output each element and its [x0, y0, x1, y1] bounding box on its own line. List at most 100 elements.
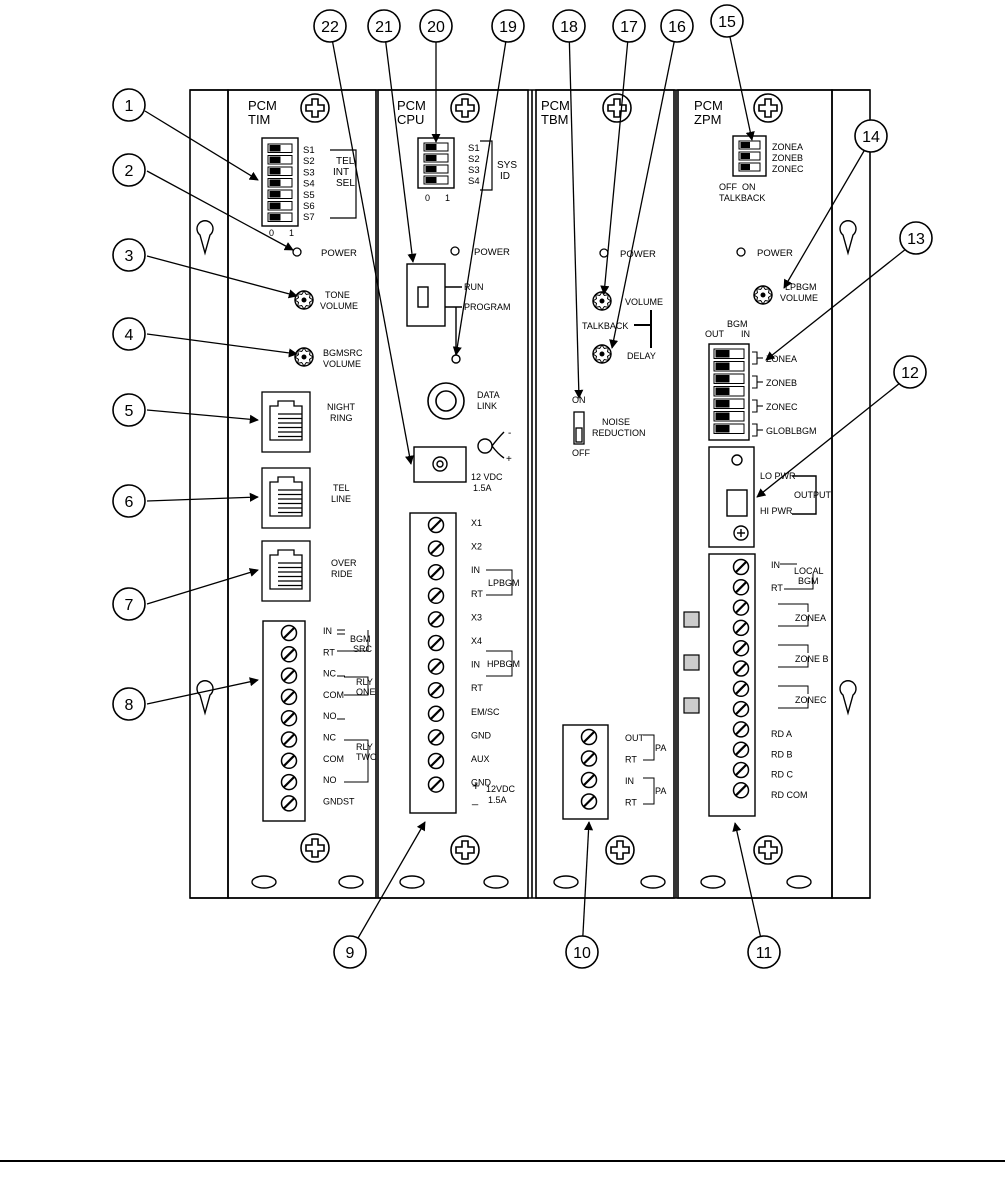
terminal-screw[interactable]	[580, 728, 598, 746]
terminal-screw[interactable]	[580, 750, 598, 767]
tone-volume-knob[interactable]	[294, 290, 314, 310]
override-jack[interactable]	[261, 540, 311, 602]
terminal-screw[interactable]	[427, 705, 445, 723]
cpu-switch-label: S2	[468, 154, 480, 165]
terminal-screw[interactable]	[732, 721, 750, 738]
tim-over-1: OVER	[331, 558, 357, 568]
terminal-screw[interactable]	[732, 660, 750, 677]
terminal-screw[interactable]	[427, 752, 445, 770]
terminal-screw[interactable]	[732, 619, 750, 637]
night-ring-jack[interactable]	[261, 391, 311, 453]
terminal-screw[interactable]	[427, 729, 445, 746]
zpm-bgm-zone-label: GLOBLBGM	[766, 426, 817, 436]
terminal-screw[interactable]	[280, 709, 298, 727]
terminal-screw[interactable]	[280, 646, 298, 663]
callout-number: 10	[573, 945, 591, 962]
terminal-screw[interactable]	[732, 558, 750, 576]
terminal-screw[interactable]	[280, 731, 298, 748]
cpu-title-2: CPU	[397, 112, 424, 127]
terminal-screw[interactable]	[732, 639, 750, 657]
talkback-volume-knob[interactable]	[592, 291, 612, 311]
terminal-screw[interactable]	[732, 579, 750, 596]
cpu-sw-axis-1: 1	[445, 193, 450, 203]
tel-line-jack[interactable]	[261, 467, 311, 529]
tim-sel-1: TEL	[336, 156, 355, 167]
tim-sw-axis-1: 1	[289, 228, 294, 238]
noise-reduction-switch[interactable]	[573, 411, 585, 445]
data-link-connector[interactable]	[427, 382, 465, 420]
terminal-screw[interactable]	[732, 741, 750, 758]
cpu-power-label: POWER	[474, 247, 510, 258]
cpu-sw-axis-0: 0	[425, 193, 430, 203]
output-power-switch[interactable]	[726, 489, 748, 517]
callout-22: 22	[313, 9, 347, 43]
terminal-screw[interactable]	[732, 599, 750, 616]
screw-icon	[300, 93, 330, 123]
terminal-screw[interactable]	[280, 667, 298, 684]
zpm-bgm-out: OUT	[705, 329, 725, 339]
callout-number: 5	[125, 403, 134, 420]
cpu-lpbgm-label: LPBGM	[488, 578, 520, 588]
lpbgm-volume-knob[interactable]	[753, 285, 773, 305]
tim-group-label: RLY	[356, 677, 373, 687]
terminal-screw[interactable]	[427, 611, 445, 628]
bgm-zone-switch[interactable]	[708, 343, 750, 441]
cpu-switch-label: S4	[468, 176, 480, 187]
tim-terminal-label: IN	[323, 626, 332, 636]
cpu-terminal-label: X2	[471, 542, 482, 552]
terminal-screw[interactable]	[280, 773, 298, 791]
tim-dip-switch[interactable]	[261, 137, 299, 227]
terminal-screw[interactable]	[427, 634, 445, 652]
terminal-screw[interactable]	[732, 680, 750, 698]
tim-group-label: SRC	[353, 644, 373, 654]
callout-8: 8	[112, 687, 146, 721]
terminal-screw[interactable]	[280, 752, 298, 770]
tim-switch-label: S4	[303, 179, 315, 190]
cpu-title-1: PCM	[397, 98, 426, 113]
terminal-screw[interactable]	[427, 681, 445, 699]
terminal-screw[interactable]	[732, 761, 750, 779]
cpu-terminal-label: X1	[471, 518, 482, 528]
callout-number: 6	[125, 494, 134, 511]
tbm-delay-label: DELAY	[627, 351, 656, 361]
tbm-terminal-label: RT	[625, 755, 637, 765]
zpm-rd-label: RD B	[771, 749, 793, 759]
status-indicator	[683, 697, 700, 714]
power-jack[interactable]	[413, 446, 467, 483]
zpm-title-1: PCM	[694, 98, 723, 113]
terminal-screw[interactable]	[280, 624, 298, 642]
keyhole	[196, 220, 214, 256]
screw-icon	[300, 833, 330, 863]
callout-3: 3	[112, 238, 146, 272]
terminal-screw[interactable]	[427, 587, 445, 605]
bgmsrc-volume-knob[interactable]	[294, 347, 314, 367]
mounting-slot	[700, 875, 726, 889]
terminal-screw[interactable]	[427, 516, 445, 534]
terminal-screw[interactable]	[427, 563, 445, 581]
talkback-delay-knob[interactable]	[592, 344, 612, 364]
tim-title-1: PCM	[248, 98, 277, 113]
run-program-switch[interactable]	[406, 263, 446, 327]
terminal-screw[interactable]	[732, 700, 750, 718]
status-indicator	[683, 654, 700, 671]
terminal-screw[interactable]	[427, 658, 445, 675]
terminal-screw[interactable]	[280, 688, 298, 706]
cpu-datalink-1: DATA	[477, 390, 500, 400]
terminal-screw[interactable]	[732, 782, 750, 799]
mounting-slot	[786, 875, 812, 889]
terminal-screw[interactable]	[580, 793, 598, 810]
terminal-screw[interactable]	[580, 771, 598, 789]
callout-number: 4	[125, 327, 134, 344]
page-rule	[0, 1160, 1005, 1162]
terminal-screw[interactable]	[427, 540, 445, 557]
callout-number: 2	[125, 163, 134, 180]
zpm-power-led	[736, 247, 746, 257]
mounting-slot	[251, 875, 277, 889]
terminal-screw[interactable]	[427, 776, 445, 793]
zpm-zone-b: ZONEB	[772, 153, 803, 163]
callout-12: 12	[893, 355, 927, 389]
callout-13: 13	[899, 221, 933, 255]
tim-group-label: RLY	[356, 742, 373, 752]
tbm-power-label: POWER	[620, 249, 656, 260]
terminal-screw[interactable]	[280, 795, 298, 812]
